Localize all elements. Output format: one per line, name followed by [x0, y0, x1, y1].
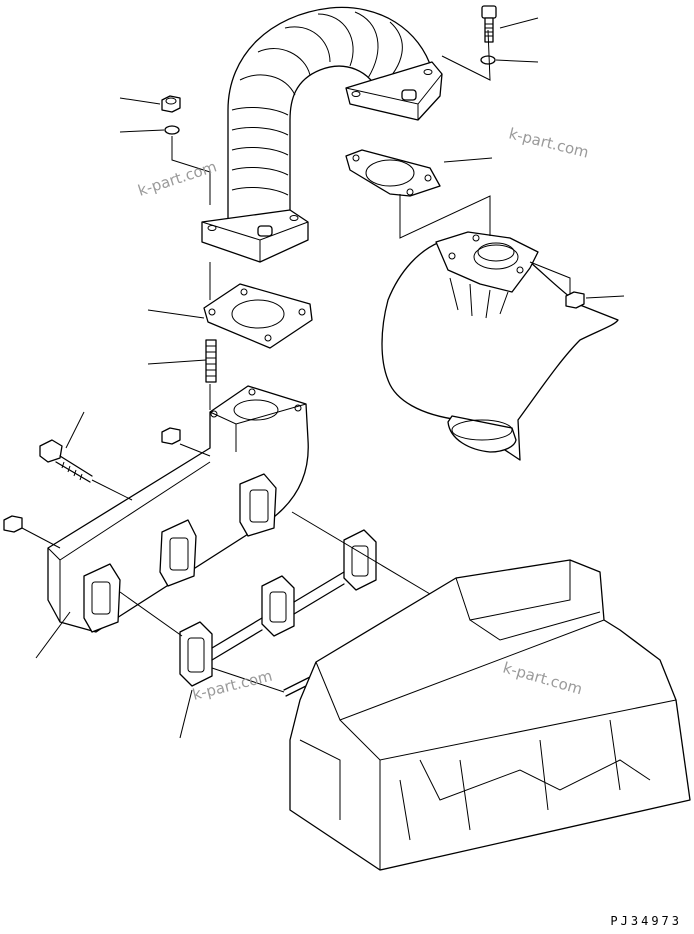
nut-left — [3, 515, 23, 533]
nut-manifold — [161, 427, 181, 445]
watermark-2: k-part.com — [507, 124, 591, 161]
drawing-code: PJ34973 — [610, 914, 682, 928]
nut-upper — [161, 95, 181, 113]
exhaust-elbow-pipe — [201, 6, 443, 263]
exhaust-manifold — [47, 385, 309, 633]
gasket-manifold-outlet — [203, 283, 313, 349]
washer-upper — [164, 125, 180, 135]
gasket-manifold — [179, 529, 377, 687]
watermark-1: k-part.com — [136, 157, 219, 199]
bolt-long — [39, 439, 93, 483]
turbocharger — [381, 231, 619, 461]
cylinder-head — [289, 559, 691, 871]
gasket-turbo — [345, 149, 441, 197]
leader-lines — [21, 17, 625, 739]
bolt-top — [481, 5, 497, 43]
washer-top — [480, 55, 496, 65]
stud — [205, 339, 217, 383]
